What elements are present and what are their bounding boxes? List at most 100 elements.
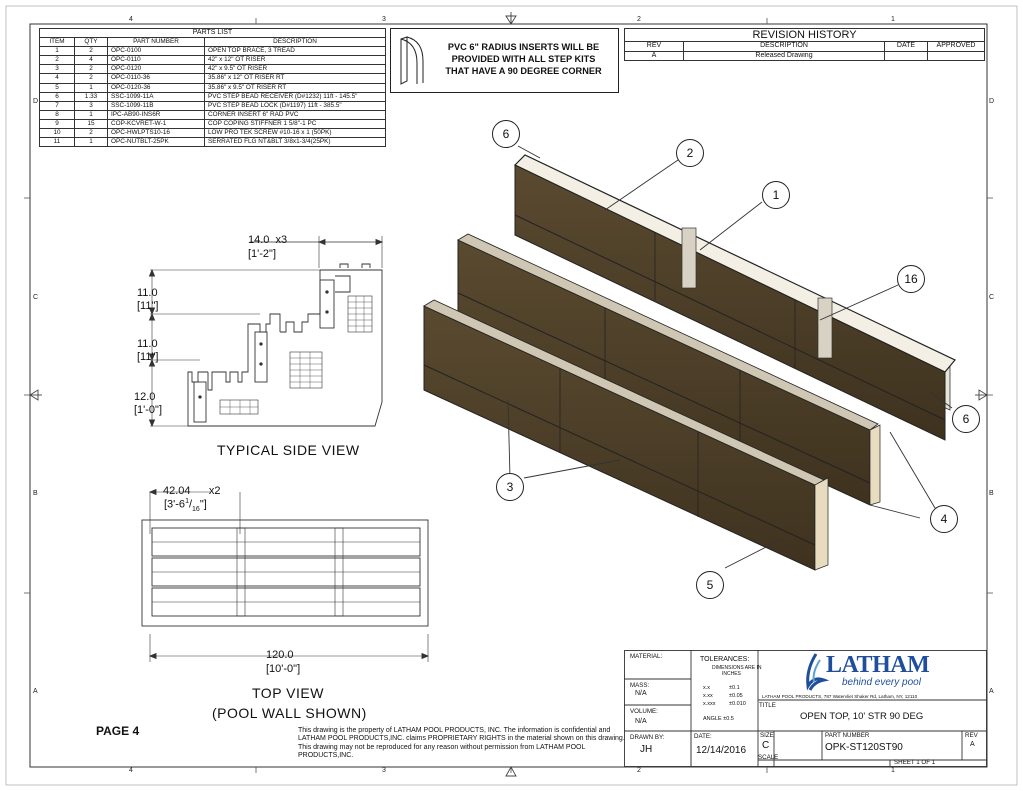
page-label: PAGE 4 (96, 724, 140, 738)
part-qty: 1 (74, 137, 108, 148)
tolerance-precision: x.xx (703, 693, 713, 699)
volume-label: VOLUME: (630, 708, 658, 715)
corner-insert-icon (400, 36, 424, 85)
zone-bottom-4: 4 (129, 767, 133, 774)
note-line-3: THAT HAVE A 90 DEGREE CORNER (445, 66, 602, 76)
drawing-title: OPEN TOP, 10' STR 90 DEG (800, 711, 924, 722)
title-block-frame (624, 650, 987, 767)
top-spacing-value: 42.04 (163, 485, 191, 497)
balloon-item-5: 5 (696, 571, 724, 599)
tolerance-value: ±0.010 (729, 701, 746, 707)
header-item: ITEM (39, 37, 75, 48)
part-qty: 4 (74, 55, 108, 66)
zone-right-b: B (989, 490, 994, 497)
part-item: 9 (39, 118, 75, 130)
part-description: SERRATED FLG NT&BLT 3/8x1-3/4(25PK) (204, 137, 386, 148)
part-number: OPC-0120 (107, 64, 205, 75)
rev-header-date: DATE (884, 41, 928, 52)
part-number: OPC-0110 (107, 55, 205, 66)
zone-right-a: A (989, 688, 994, 695)
part-item: 2 (39, 55, 75, 66)
part-description: CORNER INSERT 6" RAD PVC (204, 109, 386, 120)
part-item: 7 (39, 100, 75, 111)
zone-right-c: C (989, 294, 995, 301)
balloon-item-1: 1 (762, 181, 790, 209)
balloon-item-6-top: 6 (492, 120, 520, 148)
part-number: COP-KCVRET-W-1 (107, 118, 205, 130)
part-item: 8 (39, 109, 75, 120)
side-view-drawing (148, 236, 384, 428)
volume-value: N/A (635, 718, 647, 725)
part-item: 10 (39, 128, 75, 139)
part-qty: 15 (74, 118, 108, 130)
zone-left-c: C (33, 294, 39, 301)
part-item: 4 (39, 73, 75, 84)
size-value: C (762, 740, 770, 751)
part-qty: 3 (74, 100, 108, 111)
top-spacing-ft-main: [3'-6 (164, 498, 186, 511)
drawn-by-label: DRAWN BY: (630, 734, 665, 741)
title-label: TITLE (759, 702, 776, 709)
zone-bottom-2: 2 (637, 767, 641, 774)
side-h1-ft: [11"] (137, 300, 159, 312)
side-h3-value: 12.0 (134, 391, 156, 403)
zone-bottom-3: 3 (382, 767, 386, 774)
side-h3-ft: [1'-0"] (134, 404, 163, 416)
revision-header: REV DESCRIPTION DATE APPROVED (624, 41, 985, 52)
revision-row: A Released Drawing (624, 50, 985, 62)
tolerance-value: ±0.05 (729, 693, 743, 699)
header-part-number: PART NUMBER (107, 37, 205, 48)
zone-bottom-1: 1 (891, 767, 895, 774)
date-value: 12/14/2016 (696, 745, 747, 756)
side-width-ft: [1'-2"] (248, 248, 277, 260)
part-qty: 2 (74, 64, 108, 75)
top-view-title: TOP VIEW (252, 685, 324, 701)
part-number-label: PART NUMBER (825, 732, 870, 739)
latham-wave-icon (806, 653, 830, 691)
zone-right-d: D (989, 98, 995, 105)
material-label: MATERIAL: (630, 653, 663, 660)
part-number: OPC-0110-36 (107, 73, 205, 84)
part-item: 3 (39, 64, 75, 75)
tolerance-row: x.xx ±0.05 (703, 692, 746, 700)
scale-label: SCALE (758, 754, 779, 761)
side-h2-ft: [11"] (137, 351, 159, 363)
angle-value: ±0.5 (723, 716, 734, 722)
note-line-1: PVC 6" RADIUS INSERTS WILL BE (447, 42, 600, 52)
part-number: IPC-AB90-INS6R (107, 109, 205, 120)
latham-address: LATHAM POOL PRODUCTS, 787 Watervliet Sha… (762, 694, 918, 699)
part-number: OPC-0120-36 (107, 82, 205, 93)
angle-tolerance: ANGLE ±0.5 (703, 716, 734, 722)
tolerance-row: x.xxx±0.010 (703, 700, 746, 708)
part-qty: 1 (74, 109, 108, 120)
mass-value: N/A (635, 690, 647, 697)
revision-history-table: REVISION HISTORY REV DESCRIPTION DATE AP… (624, 28, 985, 62)
part-description: OPEN TOP BRACE, 3 TREAD (204, 46, 386, 57)
parts-list-table: PARTS LIST ITEM QTY PART NUMBER DESCRIPT… (39, 27, 386, 148)
top-spacing-end: "] (199, 498, 207, 511)
part-description: 42" x 12" OT RISER (204, 55, 386, 66)
zone-top-4: 4 (129, 16, 133, 23)
top-spacing-frac-den: 16 (192, 505, 200, 513)
tolerance-row: x.x±0.1 (703, 684, 746, 692)
zone-left-b: B (33, 490, 38, 497)
zone-top-3: 3 (382, 16, 386, 23)
top-view-drawing (141, 488, 430, 662)
balloon-item-3: 3 (496, 473, 524, 501)
latham-logo-text: LATHAM (826, 652, 930, 678)
rev-header-approved: APPROVED (927, 41, 985, 52)
zone-top-2: 2 (637, 16, 641, 23)
mass-label: MASS: (630, 682, 650, 689)
tolerances-note-2: INCHES (722, 671, 741, 677)
